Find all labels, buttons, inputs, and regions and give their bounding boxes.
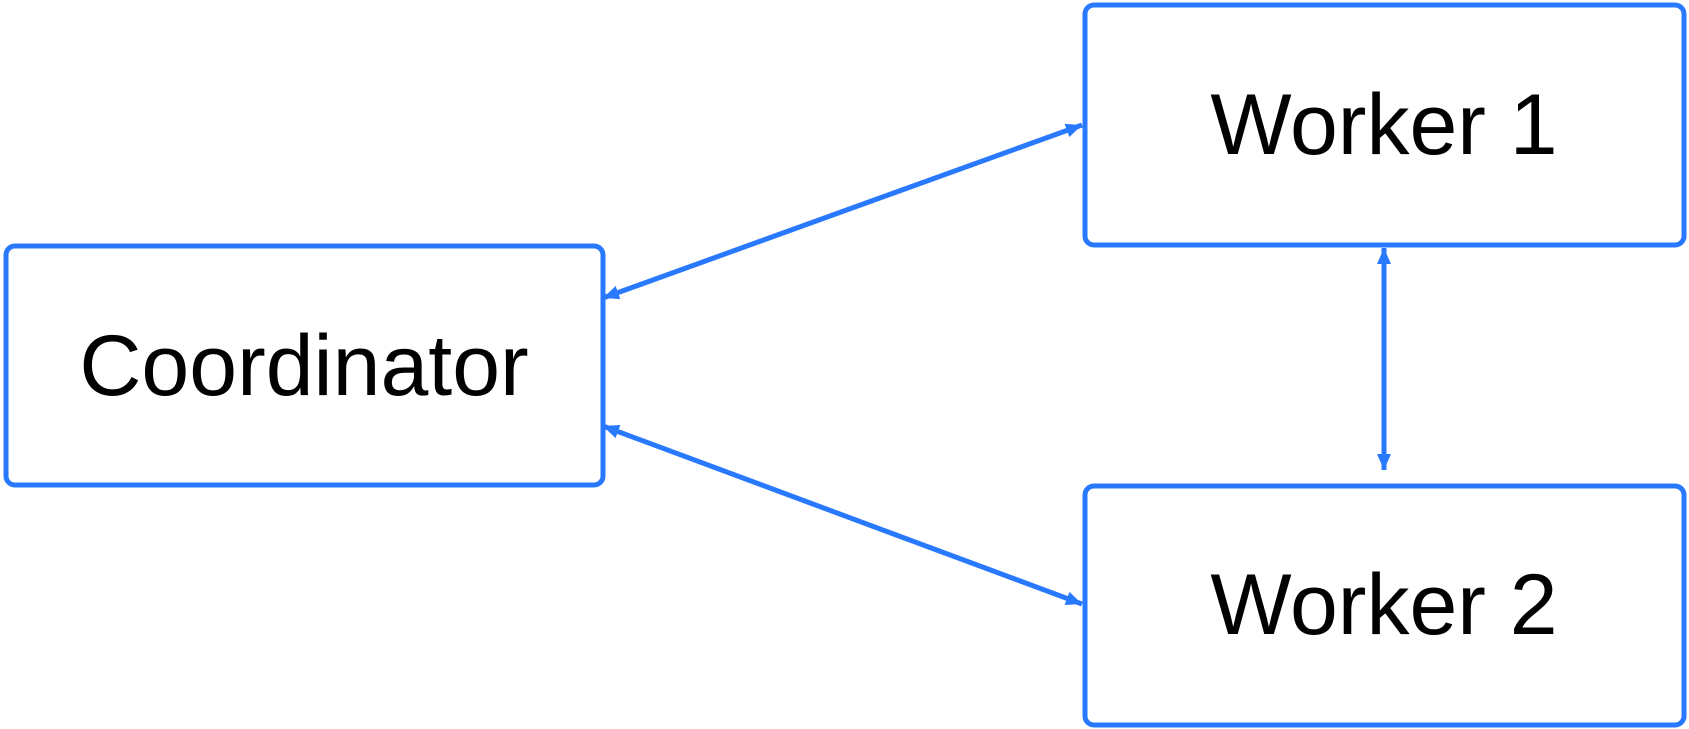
node-worker2[interactable]: Worker 2 (1082, 483, 1687, 728)
edges (602, 122, 1391, 607)
coordinator-box (3, 243, 606, 488)
edge-coordinator-worker1[interactable] (602, 122, 1083, 301)
node-coordinator[interactable]: Coordinator (3, 243, 606, 488)
worker2-box (1082, 483, 1687, 728)
worker1-label: Worker 1 (1210, 77, 1557, 173)
node-worker1[interactable]: Worker 1 (1082, 2, 1687, 248)
worker2-label: Worker 2 (1210, 557, 1557, 653)
worker1-box (1082, 2, 1687, 248)
edge-coordinator-worker2[interactable] (602, 423, 1083, 607)
coordinator-label: Coordinator (79, 318, 528, 414)
